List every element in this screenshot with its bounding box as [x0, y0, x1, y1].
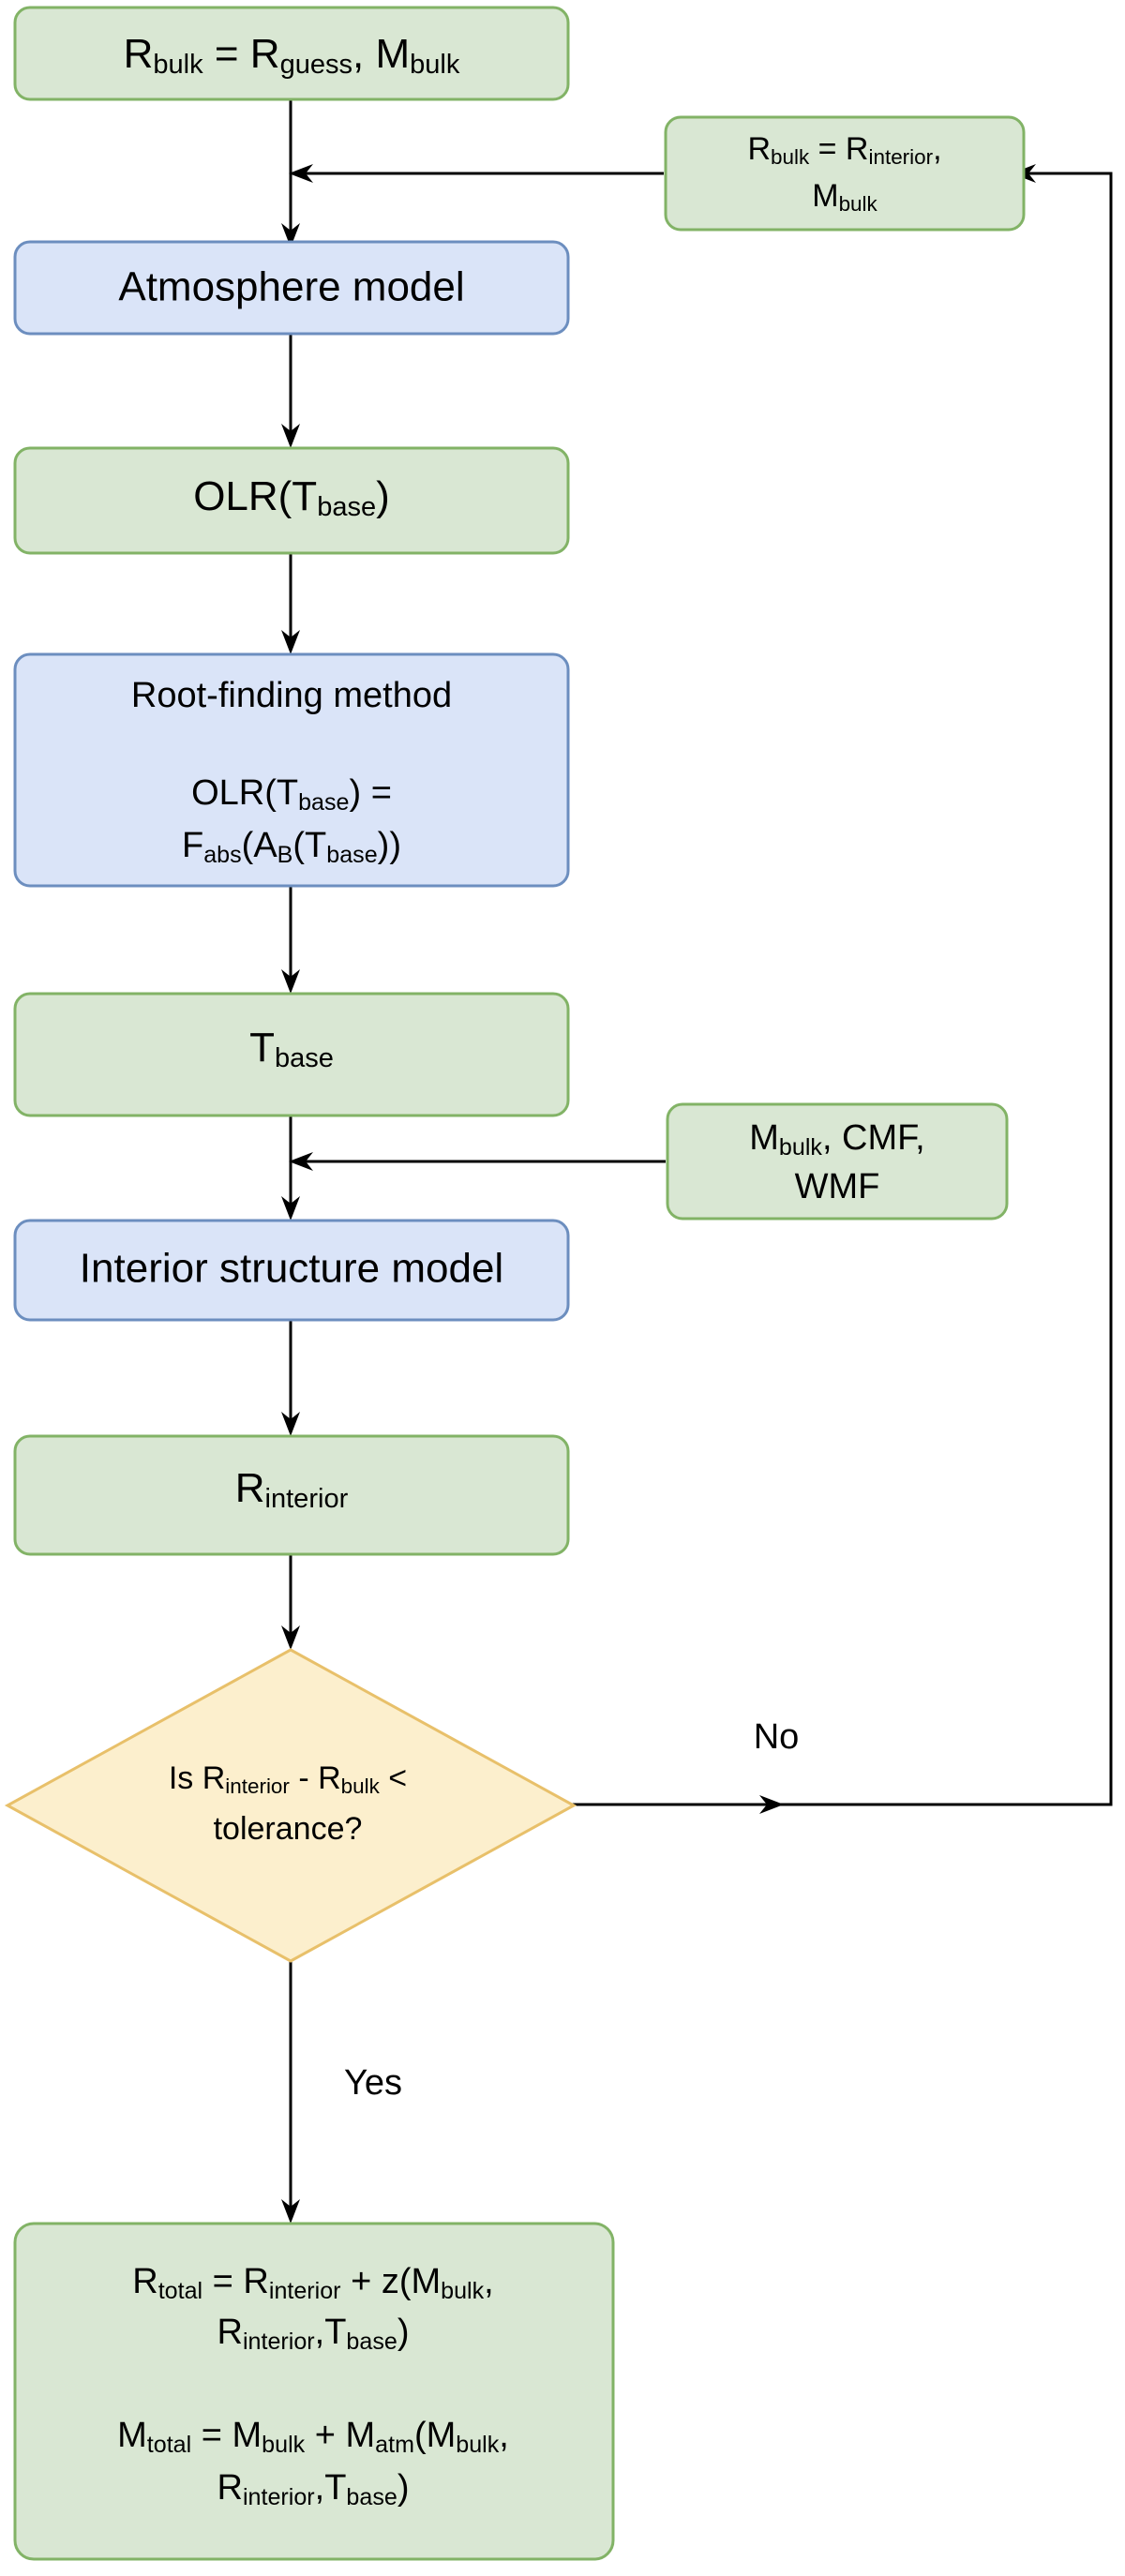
- node-result-r-line1: Rtotal = Rinterior + z(Mbulk,: [132, 2262, 493, 2304]
- node-feedback-label-line1: Rbulk = Rinterior,: [747, 131, 941, 169]
- node-interior-inputs[interactable]: Mbulk, CMF, WMF: [666, 1102, 1009, 1221]
- node-feedback[interactable]: Rbulk = Rinterior, Mbulk: [664, 115, 1026, 232]
- edge-label-yes: Yes: [344, 2063, 402, 2103]
- node-atmosphere-model-label: Atmosphere model: [118, 264, 464, 310]
- node-atmosphere-model-shape[interactable]: [13, 240, 570, 336]
- node-r-interior[interactable]: Rinterior: [13, 1434, 570, 1556]
- node-feedback-label-line2: Mbulk: [812, 178, 878, 216]
- node-tbase-label: Tbase: [249, 1025, 334, 1073]
- node-root-finding-title: Root-finding method: [131, 676, 452, 715]
- node-start[interactable]: Rbulk = Rguess, Mbulk: [13, 6, 570, 101]
- node-root-finding-eq-line1: OLR(Tbase) =: [191, 773, 392, 816]
- node-atmosphere-model[interactable]: Atmosphere model: [13, 240, 570, 336]
- node-olr-label: OLR(Tbase): [193, 473, 390, 522]
- node-result-m-line1: Mtotal = Mbulk + Matm(Mbulk,: [117, 2416, 509, 2458]
- edge-atmosphere-to-olr: [281, 334, 300, 448]
- node-interior-inputs-line1: Mbulk, CMF,: [749, 1118, 924, 1161]
- node-tbase-shape[interactable]: [13, 992, 570, 1117]
- node-interior-structure-model-label: Interior structure model: [80, 1246, 503, 1292]
- edge-label-no: No: [754, 1717, 800, 1757]
- node-root-finding[interactable]: Root-finding method OLR(Tbase) = Fabs(AB…: [13, 652, 570, 888]
- edge-olr-to-rootfinding: [281, 553, 300, 654]
- node-start-label: Rbulk = Rguess, Mbulk: [124, 31, 460, 80]
- node-tbase[interactable]: Tbase: [13, 992, 570, 1117]
- node-root-finding-shape[interactable]: [13, 652, 570, 888]
- edge-tbase-to-interior-model: [281, 1116, 300, 1221]
- node-interior-structure-model-shape[interactable]: [13, 1219, 570, 1322]
- node-feedback-shape[interactable]: [664, 115, 1026, 232]
- node-result-shape[interactable]: [13, 2222, 615, 2561]
- node-olr-shape[interactable]: [13, 446, 570, 555]
- node-r-interior-label: Rinterior: [235, 1465, 349, 1514]
- node-r-interior-shape[interactable]: [13, 1434, 570, 1556]
- edge-no-return-line: [572, 164, 1113, 1814]
- node-root-finding-eq-line2: Fabs(AB(Tbase)): [182, 826, 401, 868]
- node-result-m-line2: Rinterior,Tbase): [218, 2468, 410, 2510]
- node-olr[interactable]: OLR(Tbase): [13, 446, 570, 555]
- edge-interior-model-to-rinterior: [281, 1320, 300, 1436]
- edge-interior-inputs-to-spine: [289, 1152, 666, 1171]
- node-interior-inputs-shape[interactable]: [666, 1102, 1009, 1221]
- node-result[interactable]: Rtotal = Rinterior + z(Mbulk, Rinterior,…: [13, 2222, 615, 2561]
- edge-feedback-to-spine: [289, 164, 664, 183]
- node-interior-inputs-line2: WMF: [795, 1167, 880, 1206]
- edge-decision-to-result: [281, 1961, 300, 2224]
- node-decision-line1: Is Rinterior - Rbulk <: [169, 1760, 407, 1798]
- edge-rinterior-to-decision: [281, 1554, 300, 1650]
- node-decision[interactable]: Is Rinterior - Rbulk < tolerance?: [4, 1648, 578, 1963]
- node-decision-shape[interactable]: [4, 1648, 578, 1963]
- edge-start-to-atmosphere: [281, 99, 300, 247]
- node-decision-line2: tolerance?: [214, 1811, 363, 1847]
- node-interior-structure-model[interactable]: Interior structure model: [13, 1219, 570, 1322]
- node-result-r-line2: Rinterior,Tbase): [218, 2313, 410, 2355]
- edge-rootfinding-to-tbase: [281, 886, 300, 994]
- node-start-shape[interactable]: [13, 6, 570, 101]
